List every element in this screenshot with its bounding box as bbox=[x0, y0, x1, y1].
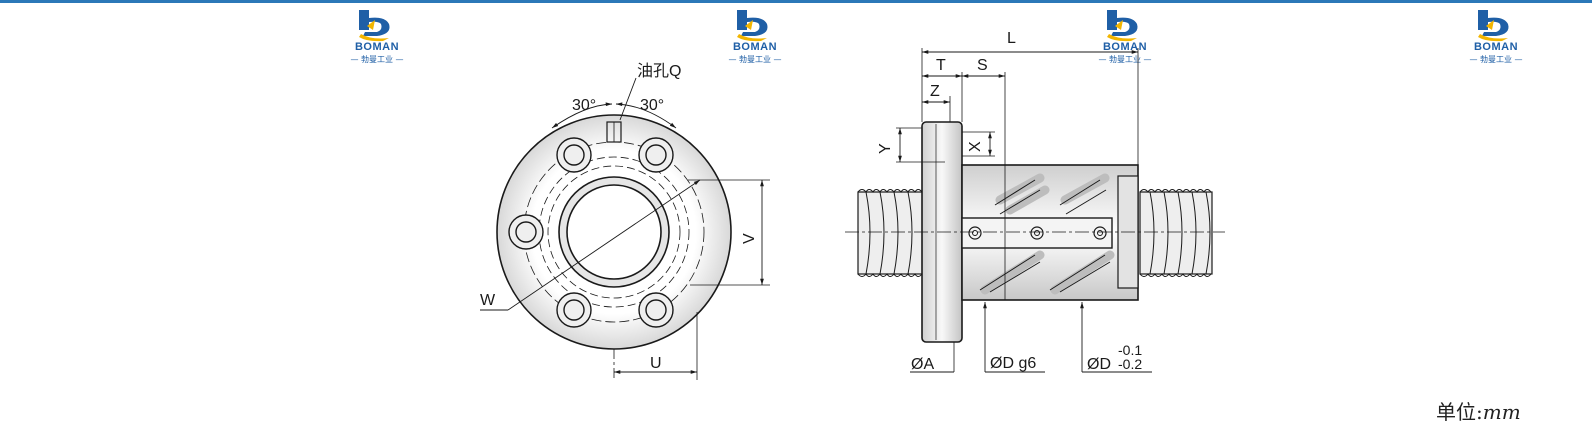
bolt-hole bbox=[508, 214, 544, 250]
bolt-hole bbox=[638, 137, 674, 173]
side-view-labels: L T S Z Y X ØA ØD g6 ØD -0.1 -0.2 bbox=[877, 30, 1142, 373]
logo-brand-text: BOMAN bbox=[354, 41, 400, 53]
front-view-labels: 油孔Q 30° 30° V W U bbox=[480, 62, 758, 372]
side-view bbox=[845, 48, 1225, 373]
tolerance-lower: -0.2 bbox=[1118, 356, 1142, 372]
oil-hole-leader bbox=[619, 77, 637, 121]
front-view bbox=[480, 77, 770, 380]
logo-subtitle: — 勃曼工业 — bbox=[1098, 55, 1152, 64]
tolerance-upper: -0.1 bbox=[1118, 342, 1142, 358]
clamp-screw bbox=[968, 226, 982, 240]
v-label: V bbox=[741, 233, 758, 244]
logo-subtitle: — 勃曼工业 — bbox=[1469, 55, 1523, 64]
boman-logo-mark bbox=[1107, 10, 1138, 42]
tube-clamp-plate bbox=[961, 217, 1113, 249]
w-label: W bbox=[480, 292, 496, 309]
dia-d-label: ØD bbox=[1087, 356, 1111, 373]
clamp-screw bbox=[1030, 226, 1044, 240]
return-tube bbox=[1049, 179, 1111, 293]
clamp-screw bbox=[1093, 226, 1107, 240]
u-label: U bbox=[650, 355, 662, 372]
s-label: S bbox=[977, 57, 988, 74]
angle-dimension-right bbox=[615, 102, 677, 129]
boman-logo-mark bbox=[737, 10, 768, 42]
boman-logo: BOMAN — 勃曼工业 — bbox=[715, 8, 795, 64]
x-label: X bbox=[967, 141, 984, 152]
logo-brand-text: BOMAN bbox=[1102, 41, 1148, 53]
logo-brand-text: BOMAN bbox=[1473, 41, 1519, 53]
angle-right-label: 30° bbox=[640, 97, 664, 114]
w-leader bbox=[507, 179, 701, 311]
screw-shaft-right bbox=[1139, 189, 1213, 277]
dia-a-label: ØA bbox=[911, 356, 934, 373]
bolt-hole bbox=[556, 137, 592, 173]
top-border-line bbox=[0, 0, 1592, 3]
angle-dimension-left bbox=[551, 102, 613, 129]
nut-bore-inner bbox=[566, 184, 662, 280]
logo-subtitle: — 勃曼工业 — bbox=[728, 55, 782, 64]
l-label: L bbox=[1007, 30, 1016, 47]
screw-shaft-left bbox=[857, 189, 927, 277]
boman-logo-mark bbox=[359, 10, 390, 42]
z-label: Z bbox=[930, 83, 940, 100]
y-label: Y bbox=[877, 143, 894, 154]
boman-logo-mark bbox=[1478, 10, 1509, 42]
logo-brand-text: BOMAN bbox=[732, 41, 778, 53]
bolt-hole bbox=[638, 292, 674, 328]
unit-note: 单位:mm bbox=[1436, 396, 1521, 425]
boman-logo: BOMAN — 勃曼工业 — bbox=[1456, 8, 1536, 64]
t-label: T bbox=[936, 57, 946, 74]
bolt-hole bbox=[556, 292, 592, 328]
boman-logo: BOMAN — 勃曼工业 — bbox=[337, 8, 417, 64]
unit-value: mm bbox=[1482, 400, 1521, 424]
return-tube bbox=[979, 179, 1041, 293]
boman-logo: BOMAN — 勃曼工业 — bbox=[1085, 8, 1165, 64]
dia-d-g6-label: ØD g6 bbox=[990, 355, 1036, 372]
logo-subtitle: — 勃曼工业 — bbox=[350, 55, 404, 64]
body-hidden-circle-inner bbox=[547, 165, 681, 299]
unit-label: 单位: bbox=[1436, 400, 1483, 424]
oil-hole-label: 油孔Q bbox=[637, 62, 681, 80]
angle-left-label: 30° bbox=[572, 97, 596, 114]
